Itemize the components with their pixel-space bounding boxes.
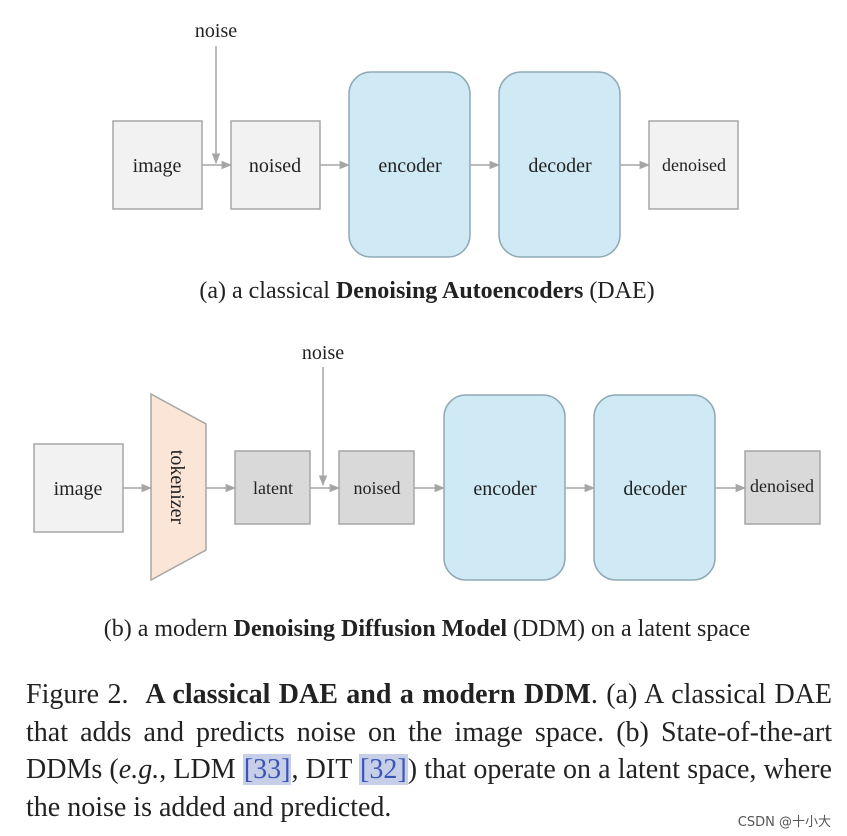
a-denoised-box	[648, 120, 739, 210]
b-encoder-label: encoder	[473, 478, 537, 500]
a-caption: (a) a classical Denoising Autoencoders (…	[199, 278, 654, 304]
b-caption: (b) a modern Denoising Diffusion Model (…	[104, 616, 751, 642]
b-tokenizer-shape	[150, 392, 207, 582]
b-image-label: image	[54, 478, 103, 500]
panel-a: noise image noised encoder decoder denoi…	[112, 20, 739, 304]
citation-33-link[interactable]: [33]	[242, 754, 292, 785]
b-image-box	[33, 443, 124, 533]
a-noise-label: noise	[195, 20, 237, 42]
a-decoder-label: decoder	[528, 155, 592, 177]
figure-label: Figure 2.	[26, 679, 129, 710]
b-noise-label: noise	[302, 342, 344, 364]
panel-b: noise image tokenizer latent noised enco…	[33, 342, 821, 642]
b-denoised-box	[744, 450, 821, 525]
b-decoder-label: decoder	[623, 478, 687, 500]
b-tokenizer-label: tokenizer	[166, 450, 188, 525]
figure-caption: Figure 2. A classical DAE and a modern D…	[26, 679, 833, 823]
a-denoised-label: denoised	[662, 155, 726, 175]
watermark: CSDN @十小大	[737, 815, 831, 830]
a-image-label: image	[133, 155, 182, 177]
b-latent-label: latent	[253, 478, 293, 498]
b-latent-box	[234, 450, 311, 525]
figure-title: A classical DAE and a modern DDM	[145, 679, 591, 710]
b-denoised-label: denoised	[750, 476, 814, 496]
diagram: noise image noised encoder decoder denoi…	[33, 20, 821, 642]
a-noised-box	[230, 120, 321, 210]
citation-32-link[interactable]: [32]	[359, 754, 408, 785]
a-encoder-label: encoder	[378, 155, 442, 177]
b-noised-label: noised	[354, 478, 401, 498]
a-noised-label: noised	[249, 155, 301, 177]
b-noised-box	[338, 450, 415, 525]
